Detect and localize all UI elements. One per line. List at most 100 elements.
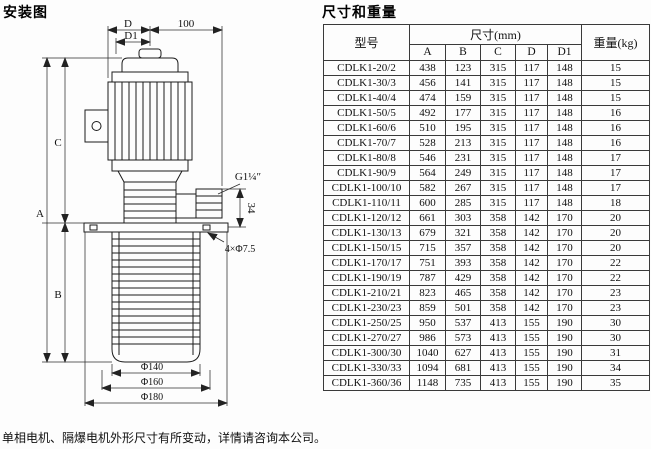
dim-d-cell: 155	[515, 345, 548, 361]
dimension-table-body: CDLK1-20/2 438 123 315 117 148 15 CDLK1-…	[323, 60, 651, 391]
model-cell: CDLK1-190/19	[323, 270, 410, 286]
table-row: CDLK1-100/10 582 267 315 117 148 17	[323, 180, 651, 196]
model-cell: CDLK1-50/5	[323, 105, 410, 121]
dim-d1-cell: 148	[546, 195, 583, 211]
weight-cell: 15	[581, 90, 651, 106]
dim-a-cell: 715	[409, 240, 446, 256]
dimensions-weight-table: 型号 尺寸(mm) 重量(kg) A B C D D1 CDLK1-20/2 4…	[323, 24, 651, 391]
model-cell: CDLK1-230/23	[323, 300, 410, 316]
dim-a-cell: 546	[409, 150, 446, 166]
table-row: CDLK1-300/30 1040 627 413 155 190 31	[323, 345, 651, 361]
dim-c-cell: 315	[480, 135, 516, 151]
col-header-c: C	[480, 44, 516, 61]
model-cell: CDLK1-210/21	[323, 285, 410, 301]
dim-d-cell: 142	[515, 270, 548, 286]
dim-a-cell: 751	[409, 255, 446, 271]
dim-d1-cell: 190	[546, 330, 583, 346]
dim-d1-cell: 148	[546, 150, 583, 166]
dim-b-cell: 195	[445, 120, 481, 136]
dim-a-cell: 582	[409, 180, 446, 196]
dim-a-cell: 1094	[409, 360, 446, 376]
dim-a-cell: 600	[409, 195, 446, 211]
table-row: CDLK1-40/4 474 159 315 117 148 15	[323, 90, 651, 106]
weight-cell: 15	[581, 60, 651, 76]
col-header-b: B	[445, 44, 481, 61]
dia-label-180: Φ180	[141, 392, 163, 403]
dim-d1-cell: 148	[546, 60, 583, 76]
col-header-a: A	[409, 44, 446, 61]
dim-b-cell: 393	[445, 255, 481, 271]
model-cell: CDLK1-130/13	[323, 225, 410, 241]
dim-c-cell: 315	[480, 120, 516, 136]
pump-outline	[83, 48, 229, 363]
dim-b-cell: 321	[445, 225, 481, 241]
dim-d-cell: 117	[515, 180, 548, 196]
model-cell: CDLK1-80/8	[323, 150, 410, 166]
weight-cell: 15	[581, 75, 651, 91]
model-cell: CDLK1-70/7	[323, 135, 410, 151]
dim-d1-cell: 170	[546, 270, 583, 286]
table-row: CDLK1-250/25 950 537 413 155 190 30	[323, 315, 651, 331]
dim-b-cell: 627	[445, 345, 481, 361]
dim-d1-cell: 190	[546, 345, 583, 361]
dim-c-cell: 358	[480, 270, 516, 286]
weight-cell: 22	[581, 255, 651, 271]
table-row: CDLK1-20/2 438 123 315 117 148 15	[323, 60, 651, 76]
holes-label: 4×Φ7.5	[225, 244, 255, 255]
weight-cell: 20	[581, 225, 651, 241]
table-row: CDLK1-330/33 1094 681 413 155 190 34	[323, 360, 651, 376]
table-row: CDLK1-50/5 492 177 315 117 148 16	[323, 105, 651, 121]
dim-a-cell: 564	[409, 165, 446, 181]
dim-a-cell: 823	[409, 285, 446, 301]
dim-b-cell: 573	[445, 330, 481, 346]
dim-d1-cell: 148	[546, 135, 583, 151]
dim-c-cell: 413	[480, 315, 516, 331]
model-cell: CDLK1-20/2	[323, 60, 410, 76]
dim-a-cell: 510	[409, 120, 446, 136]
dim-a-cell: 456	[409, 75, 446, 91]
model-cell: CDLK1-270/27	[323, 330, 410, 346]
table-row: CDLK1-270/27 986 573 413 155 190 30	[323, 330, 651, 346]
dim-b-cell: 429	[445, 270, 481, 286]
table-row: CDLK1-70/7 528 213 315 117 148 16	[323, 135, 651, 151]
table-row: CDLK1-80/8 546 231 315 117 148 17	[323, 150, 651, 166]
dim-d1-cell: 190	[546, 375, 583, 391]
dim-a-cell: 787	[409, 270, 446, 286]
dim-b-cell: 501	[445, 300, 481, 316]
dim-c-cell: 315	[480, 105, 516, 121]
installation-diagram-title: 安装图	[3, 4, 48, 20]
col-header-weight: 重量(kg)	[581, 24, 651, 61]
dim-d1-cell: 190	[546, 315, 583, 331]
dim-d1-cell: 148	[546, 75, 583, 91]
dim-b-cell: 159	[445, 90, 481, 106]
dim-a-cell: 661	[409, 210, 446, 226]
col-header-d: D	[515, 44, 548, 61]
dia-label-160: Φ160	[141, 377, 163, 388]
table-row: CDLK1-90/9 564 249 315 117 148 17	[323, 165, 651, 181]
weight-cell: 17	[581, 150, 651, 166]
weight-cell: 23	[581, 300, 651, 316]
dim-a-cell: 438	[409, 60, 446, 76]
weight-cell: 34	[581, 360, 651, 376]
table-row: CDLK1-360/36 1148 735 413 155 190 35	[323, 375, 651, 391]
dia-label-140: Φ140	[141, 362, 163, 373]
dim-d1-cell: 148	[546, 90, 583, 106]
weight-cell: 16	[581, 105, 651, 121]
dim-d-cell: 117	[515, 90, 548, 106]
dim-d1-cell: 190	[546, 360, 583, 376]
dim-label-c: C	[54, 137, 61, 149]
dim-d-cell: 117	[515, 120, 548, 136]
dim-d-cell: 155	[515, 330, 548, 346]
dim-d1-cell: 148	[546, 105, 583, 121]
installation-diagram: D 100 D1 A C B G1¼″ 34 4×Φ7.5 Φ140 Φ160 …	[36, 18, 261, 407]
dim-d1-cell: 170	[546, 210, 583, 226]
dim-b-cell: 249	[445, 165, 481, 181]
model-cell: CDLK1-60/6	[323, 120, 410, 136]
dim-label-a: A	[36, 208, 44, 220]
weight-cell: 30	[581, 315, 651, 331]
dim-d-cell: 142	[515, 240, 548, 256]
dim-d-cell: 142	[515, 300, 548, 316]
dim-c-cell: 315	[480, 90, 516, 106]
dim-label-100: 100	[178, 18, 195, 30]
model-cell: CDLK1-40/4	[323, 90, 410, 106]
